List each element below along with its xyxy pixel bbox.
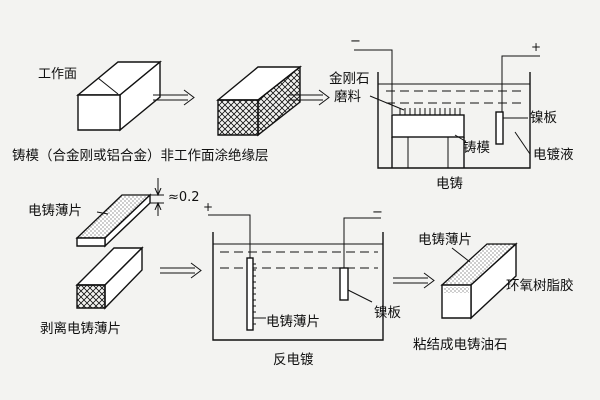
nickel-plate-bottom (339, 267, 349, 301)
sheet-leader-left (96, 211, 109, 215)
mold-block-after-peel (75, 246, 144, 310)
sheet-leader-right (451, 247, 471, 263)
epoxy-resin-label: 环氧树脂胶 (506, 277, 574, 294)
electroform-sheet-label-left: 电铸薄片 (28, 203, 82, 219)
process-arrow-3 (160, 262, 202, 279)
electroforming-caption: 电铸 (436, 176, 463, 192)
mold-block-insulated (216, 65, 303, 137)
electroforming-tank (377, 72, 531, 169)
minus-sign-top: − (350, 34, 361, 49)
plating-solution-label: 电镀液 (533, 146, 574, 163)
anode-wire-top (501, 55, 540, 112)
nickel-plate-label-bottom: 镍板 (374, 305, 401, 321)
process-arrow-2 (288, 89, 330, 106)
bond-caption: 粘结成电铸油石 (413, 337, 508, 353)
mold-block-plain (76, 60, 162, 132)
process-arrow-1 (153, 89, 195, 106)
work-face-label: 工作面 (38, 67, 77, 82)
electroformed-sheet-peeled (75, 193, 152, 248)
electroform-sheet-label-right: 电铸薄片 (418, 232, 472, 248)
mold-label: 铸模 (463, 140, 490, 156)
plus-sign-top: + (531, 40, 541, 54)
electroform-sheet-label-tank: 电铸薄片 (266, 314, 320, 330)
work-face-leader (97, 77, 119, 95)
diamond-label-line2: 磨料 (334, 89, 361, 105)
reverse-plating-caption: 反电镀 (273, 351, 314, 368)
diamond-leader (369, 95, 405, 111)
process-arrow-4 (393, 272, 435, 289)
mold-in-tank (391, 114, 465, 168)
reverse-plating-tank (212, 232, 384, 341)
electroformed-oilstone (440, 242, 518, 320)
nickel-plate-top (495, 111, 504, 145)
nickel-plate-label-top: 镍板 (530, 110, 558, 126)
peel-caption: 剥离电铸薄片 (40, 320, 121, 337)
mold-caption: 铸模（合金刚或铝合金）非工作面涂绝缘层 (12, 148, 269, 164)
anode-wire-bottom (208, 214, 251, 258)
mold-leader (454, 134, 466, 142)
cathode-wire-bottom (343, 217, 381, 268)
cathode-wire-top (354, 49, 393, 114)
thickness-dimension (148, 178, 164, 216)
diamond-label-line1: 金刚石 (329, 71, 370, 87)
plating-solution-leader (514, 131, 531, 155)
minus-sign-bottom: − (372, 205, 383, 220)
plus-sign-bottom: + (203, 200, 213, 214)
electroform-sheet-in-tank (246, 257, 256, 331)
thickness-value: ≈0.2 (168, 190, 200, 205)
diamond-abrasive-teeth (399, 108, 461, 115)
nickel-plate-leader-bottom (347, 289, 373, 303)
